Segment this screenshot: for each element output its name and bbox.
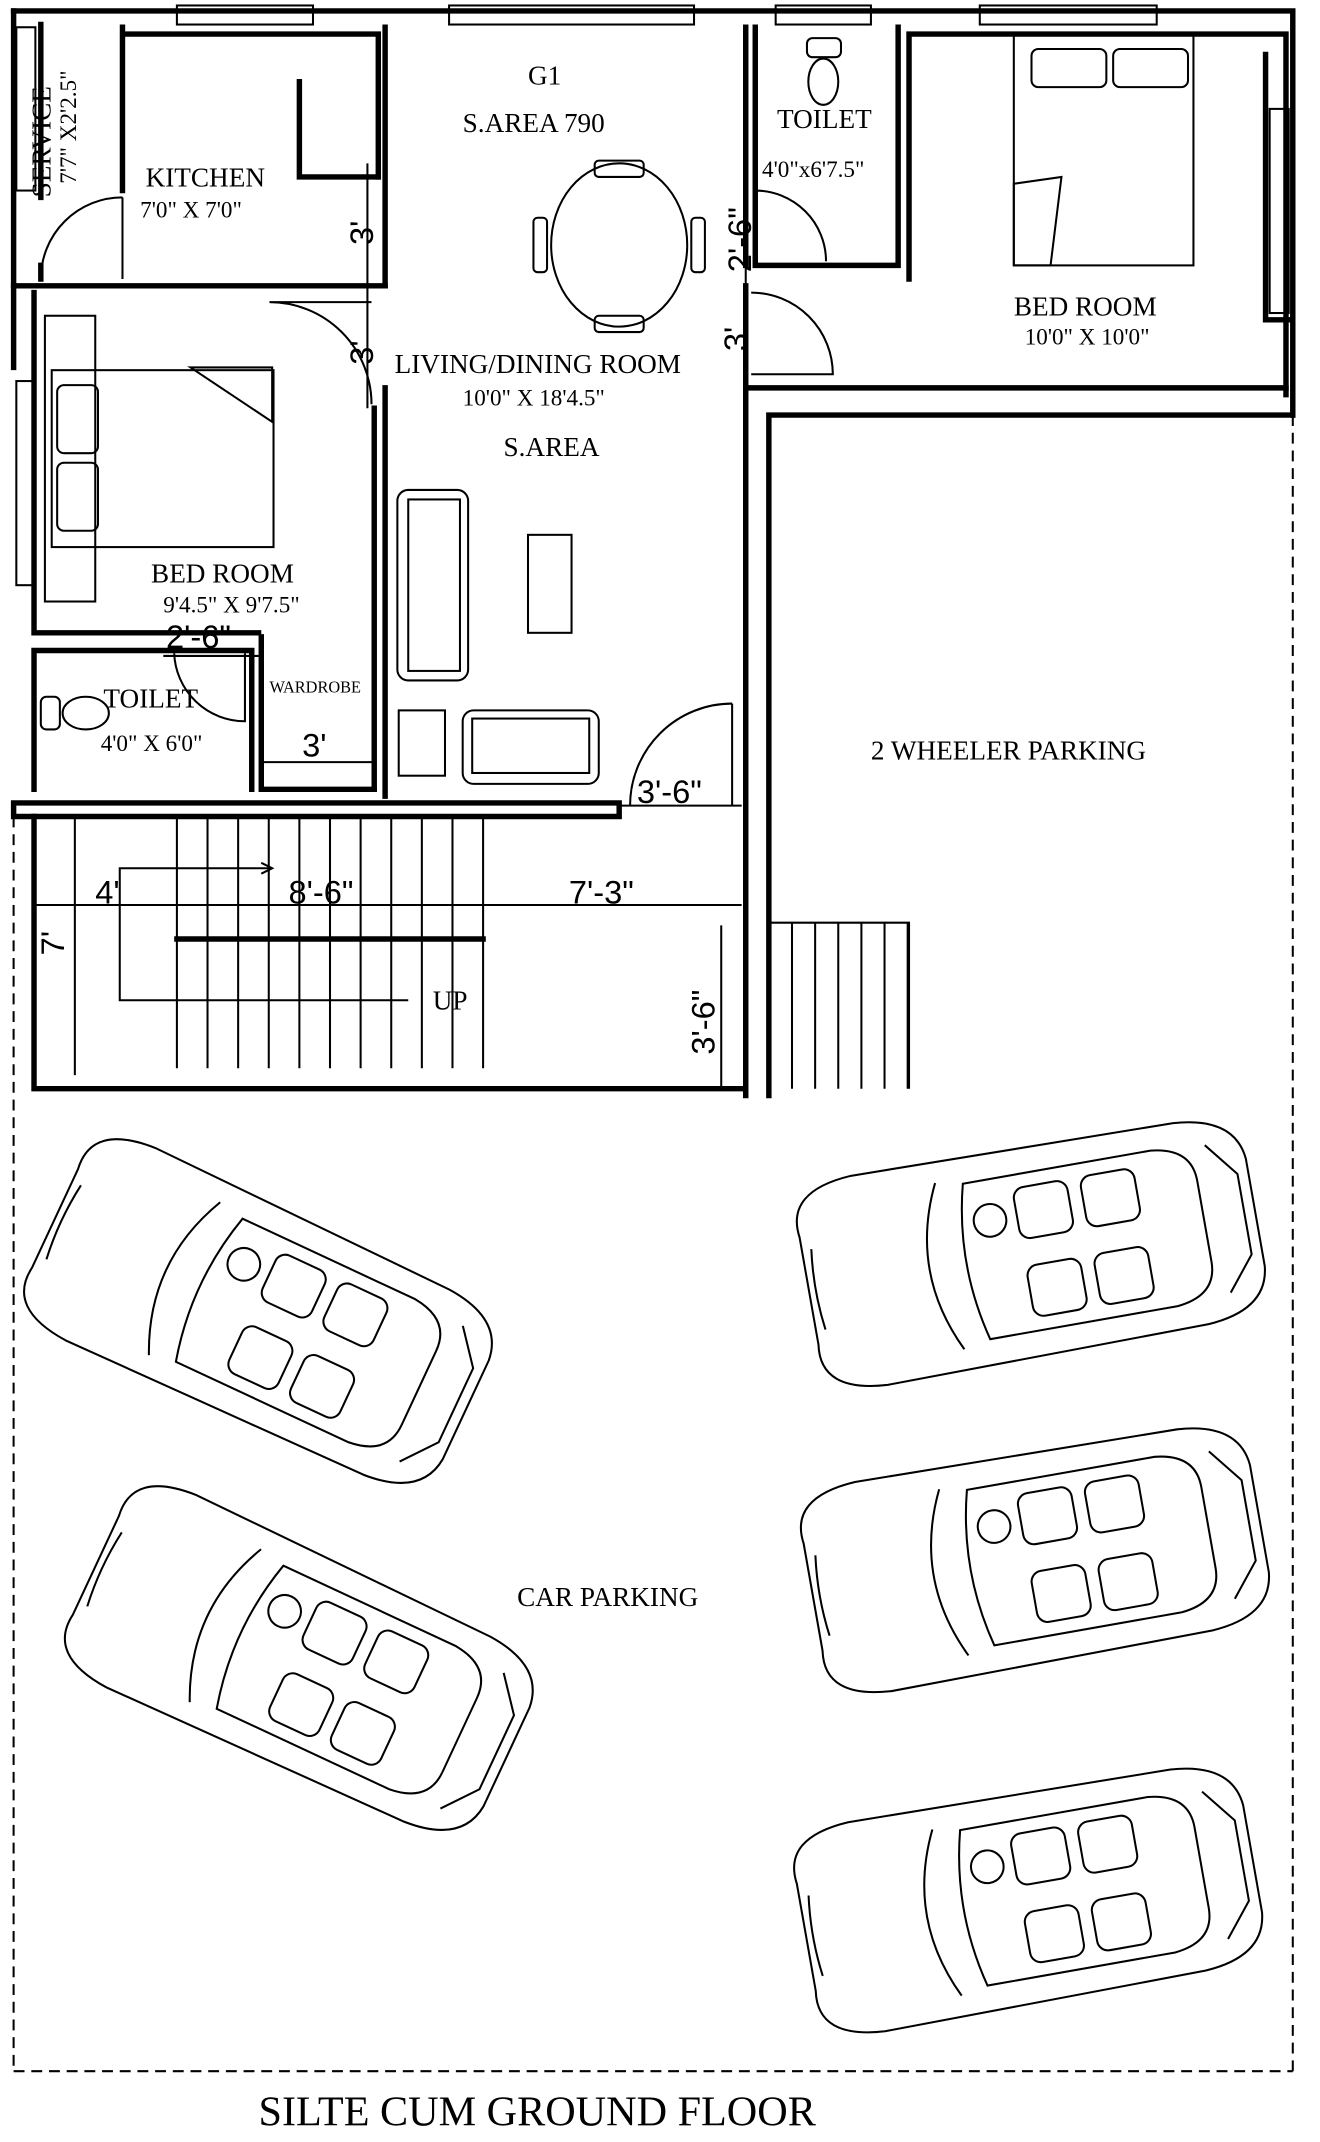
stairs-up-label: UP xyxy=(433,986,468,1016)
parked-car xyxy=(49,1467,553,1855)
dim-stair-width: 7' xyxy=(34,931,71,955)
two-wheeler-label: 2 WHEELER PARKING xyxy=(871,735,1146,765)
dim-wardrobe: 3' xyxy=(302,727,326,764)
service-label: SERVICE xyxy=(26,86,56,197)
unit-label: G1 xyxy=(528,60,561,90)
unit-area: S.AREA 790 xyxy=(463,108,605,138)
bedroom-right-size: 10'0" X 10'0" xyxy=(1025,324,1150,350)
plot-boundary xyxy=(12,415,1294,2073)
bedroom-left-label: BED ROOM xyxy=(151,558,294,588)
dim-entry-width: 3'-6" xyxy=(684,990,721,1055)
wc-left xyxy=(39,695,110,731)
stair-arrow xyxy=(118,861,409,1002)
dim-bedroom-right-door: 3' xyxy=(717,327,754,351)
service-size: 7'7" X2'2.5" xyxy=(56,70,82,183)
living-size: 10'0" X 18'4.5" xyxy=(463,386,605,412)
bedroom-left-size: 9'4.5" X 9'7.5" xyxy=(163,592,299,618)
car-parking-area xyxy=(8,1106,1279,2044)
sofa-short xyxy=(461,709,600,785)
dim-toilet-left-door: 2'-6" xyxy=(166,618,231,655)
parked-car xyxy=(793,1412,1279,1703)
dim-bedroom-door: 3' xyxy=(343,340,380,364)
dimension-labels: 3' 3' 2'-6" 3' 2'-6" 3' 3'-6" 4' 8'-6" 7… xyxy=(34,207,758,1054)
toilet-right-label: TOILET xyxy=(777,104,872,134)
bed-right xyxy=(1012,33,1195,267)
toilet-right-size: 4'0"x6'7.5" xyxy=(762,157,864,183)
dim-kitchen-door: 3' xyxy=(343,221,380,245)
dim-main-door: 3'-6" xyxy=(637,773,702,810)
entry-steps-outline xyxy=(768,921,911,1089)
staircase xyxy=(175,816,911,1089)
wardrobe-label: WARDROBE xyxy=(269,678,361,697)
kitchen-label: KITCHEN xyxy=(146,162,266,192)
bedroom-right-label: BED ROOM xyxy=(1014,292,1157,322)
toilet-left-label: TOILET xyxy=(103,684,198,714)
parked-car xyxy=(8,1120,512,1508)
wc-right xyxy=(805,37,843,106)
dimension-lines xyxy=(34,163,747,1089)
coffee-table xyxy=(526,533,573,634)
dim-stair-flight: 8'-6" xyxy=(288,874,353,911)
windows xyxy=(15,4,1290,587)
kitchen-size: 7'0" X 7'0" xyxy=(140,198,242,224)
drawing-title: SILTE CUM GROUND FLOOR xyxy=(259,2089,817,2136)
parked-car xyxy=(788,1106,1275,1397)
furniture xyxy=(39,33,1195,785)
living-label: LIVING/DINING ROOM xyxy=(395,349,681,379)
toilet-left-size: 4'0" X 6'0" xyxy=(101,731,203,757)
living-area: S.AREA xyxy=(504,432,600,462)
dining-table xyxy=(550,162,689,328)
dim-passage: 7'-3" xyxy=(569,874,634,911)
doors xyxy=(39,189,834,806)
dim-toilet-right-door: 2'-6" xyxy=(721,207,758,272)
sofa-long xyxy=(396,488,470,682)
parked-car xyxy=(786,1753,1273,2044)
car-parking-label: CAR PARKING xyxy=(517,1582,698,1612)
bed-left xyxy=(50,369,275,549)
dim-stair-landing: 4' xyxy=(95,874,119,911)
room-labels: SERVICE 7'7" X2'2.5" KITCHEN 7'0" X 7'0"… xyxy=(26,60,1156,1611)
